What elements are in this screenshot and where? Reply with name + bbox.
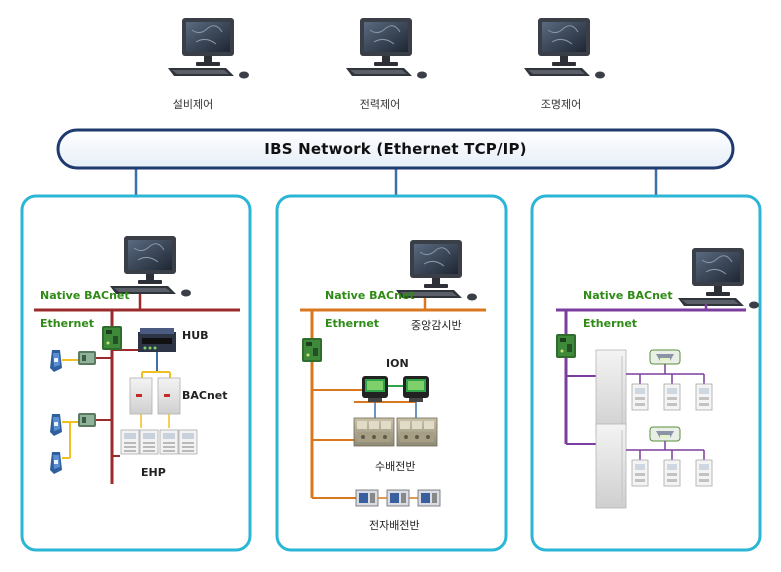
controller-icon: [556, 334, 576, 358]
network-title: IBS Network (Ethernet TCP/IP): [264, 140, 527, 158]
ethernet-label: Ethernet: [583, 317, 638, 330]
switchboard-icon: [396, 417, 438, 447]
switch-unit-icon: [663, 383, 681, 411]
native-bacnet-label: Native BACnet: [325, 289, 415, 302]
panel-hvac-frame: [20, 194, 252, 552]
switch-unit-icon: [631, 459, 649, 487]
panel-power: [300, 239, 486, 507]
panel-hvac: [34, 235, 240, 484]
workstation-power: [345, 17, 428, 79]
ethernet-label: Ethernet: [325, 317, 380, 330]
computer-icon: [345, 17, 428, 79]
ethernet-label: Ethernet: [40, 317, 95, 330]
distribution-board-icon: [386, 489, 410, 507]
lighting-controller-icon: [595, 423, 627, 509]
ehp-label: EHP: [141, 466, 166, 479]
workstation-lighting: [523, 17, 606, 79]
ion-label: ION: [386, 357, 409, 370]
ehp-unit-icon: [178, 429, 198, 455]
lighting-controller-icon: [595, 349, 627, 435]
panel-power-frame: [275, 194, 508, 552]
relay-icon: [78, 351, 96, 365]
distribution-board-icon: [355, 489, 379, 507]
native-bacnet-label: Native BACnet: [583, 289, 673, 302]
bacnet-label: BACnet: [182, 389, 228, 402]
sensor-icon: [50, 350, 62, 372]
backbone-risers: [134, 168, 658, 196]
workstation-facility: [167, 17, 250, 79]
distribution-board-icon: [417, 489, 441, 507]
workstation-label: 설비제어: [172, 98, 214, 111]
computer-icon: [523, 17, 606, 79]
switch-unit-icon: [695, 383, 713, 411]
central-monitoring-label: 중앙감시반: [411, 319, 462, 332]
native-bacnet-label: Native BACnet: [40, 289, 130, 302]
switchboard-label: 수배전반: [375, 460, 416, 473]
lamp-icon: [649, 349, 681, 365]
panel-lighting: [556, 247, 760, 509]
hub-label: HUB: [182, 329, 209, 342]
switch-unit-icon: [631, 383, 649, 411]
distribution-board-label: 전자배전반: [369, 519, 420, 532]
hub-icon: [138, 328, 176, 352]
computer-icon: [167, 17, 250, 79]
relay-icon: [78, 413, 96, 427]
switchboard-icon: [353, 417, 395, 447]
ehp-unit-icon: [139, 429, 159, 455]
controller-icon: [302, 338, 322, 362]
sensor-icon: [50, 452, 62, 474]
lamp-icon: [649, 426, 681, 442]
ehp-unit-icon: [120, 429, 140, 455]
workstation-label: 전력제어: [359, 98, 401, 111]
controller-icon: [102, 326, 122, 350]
ehp-unit-icon: [159, 429, 179, 455]
switch-unit-icon: [663, 459, 681, 487]
workstation-label: 조명제어: [540, 98, 582, 111]
switch-unit-icon: [695, 459, 713, 487]
sensor-icon: [50, 414, 62, 436]
bacnet-gateway-icon: [129, 377, 181, 415]
ibs-network-backbone: [56, 128, 735, 170]
